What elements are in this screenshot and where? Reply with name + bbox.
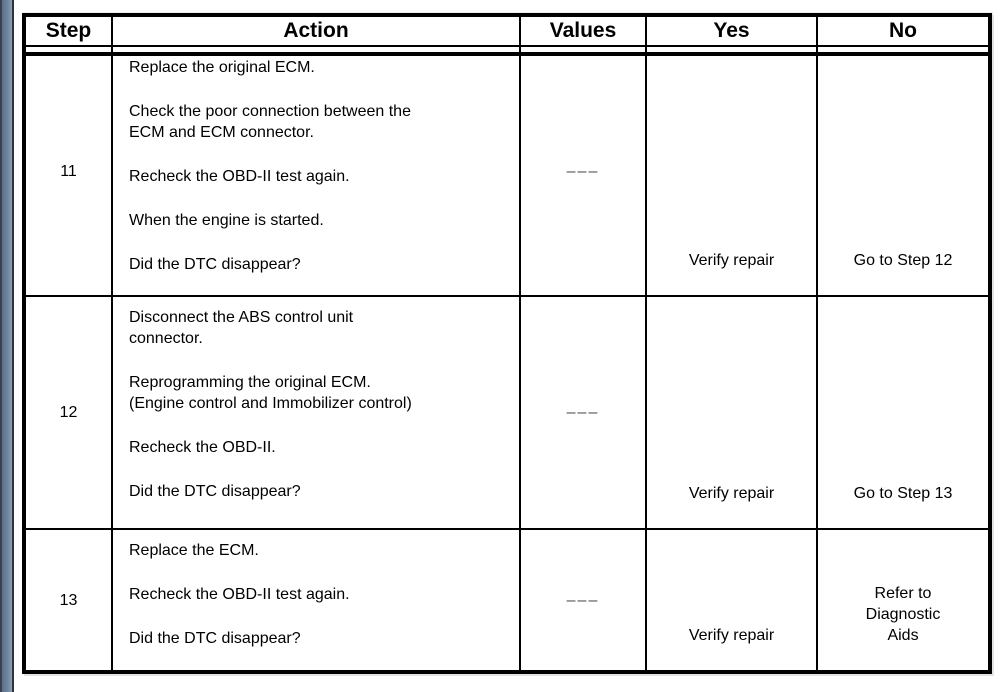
diagnostic-table-container: Step Action Values Yes No 11 Replace the…: [22, 13, 992, 674]
no-outcome-cell: Go to Step 12: [816, 45, 991, 297]
action-paragraph: Did the DTC disappear?: [129, 256, 301, 273]
values-cell: –––: [519, 45, 647, 297]
action-paragraph: Replace the ECM.: [129, 542, 259, 559]
window-edge-bar: [0, 0, 14, 692]
yes-outcome-cell: Verify repair: [645, 295, 818, 530]
action-paragraph: Disconnect the ABS control unit connecto…: [129, 309, 354, 347]
action-paragraph: Did the DTC disappear?: [129, 483, 301, 500]
no-outcome-cell: Go to Step 13: [816, 295, 991, 530]
action-paragraph: Recheck the OBD-II test again.: [129, 168, 350, 185]
action-paragraph: Reprogramming the original ECM. (Engine …: [129, 374, 412, 412]
yes-outcome-cell: Verify repair: [645, 528, 818, 673]
column-header-step: Step: [23, 14, 113, 47]
column-header-no: No: [816, 14, 991, 47]
column-header-values: Values: [519, 14, 647, 47]
step-number: 11: [23, 45, 113, 297]
column-header-action: Action: [111, 14, 521, 47]
header-row: Step Action Values Yes No: [23, 14, 991, 47]
action-paragraph: Did the DTC disappear?: [129, 630, 301, 647]
header-separator-line: [22, 52, 988, 56]
table-row-step-11: 11 Replace the original ECM. Check the p…: [23, 45, 991, 297]
table-row-step-13: 13 Replace the ECM. Recheck the OBD-II t…: [23, 528, 991, 673]
action-cell: Disconnect the ABS control unit connecto…: [111, 295, 521, 530]
no-outcome-cell: Refer to Diagnostic Aids: [816, 528, 991, 673]
action-cell: Replace the original ECM. Check the poor…: [111, 45, 521, 297]
values-cell: –––: [519, 528, 647, 673]
action-paragraph: Replace the original ECM.: [129, 59, 315, 76]
action-paragraph: Check the poor connection between the EC…: [129, 103, 411, 141]
step-number: 13: [23, 528, 113, 673]
values-cell: –––: [519, 295, 647, 530]
yes-outcome-cell: Verify repair: [645, 45, 818, 297]
table-row-step-12: 12 Disconnect the ABS control unit conne…: [23, 295, 991, 530]
column-header-yes: Yes: [645, 14, 818, 47]
action-cell: Replace the ECM. Recheck the OBD-II test…: [111, 528, 521, 673]
action-paragraph: Recheck the OBD-II test again.: [129, 586, 350, 603]
action-paragraph: When the engine is started.: [129, 212, 324, 229]
diagnostic-table: Step Action Values Yes No 11 Replace the…: [22, 13, 992, 674]
action-paragraph: Recheck the OBD-II.: [129, 439, 276, 456]
step-number: 12: [23, 295, 113, 530]
